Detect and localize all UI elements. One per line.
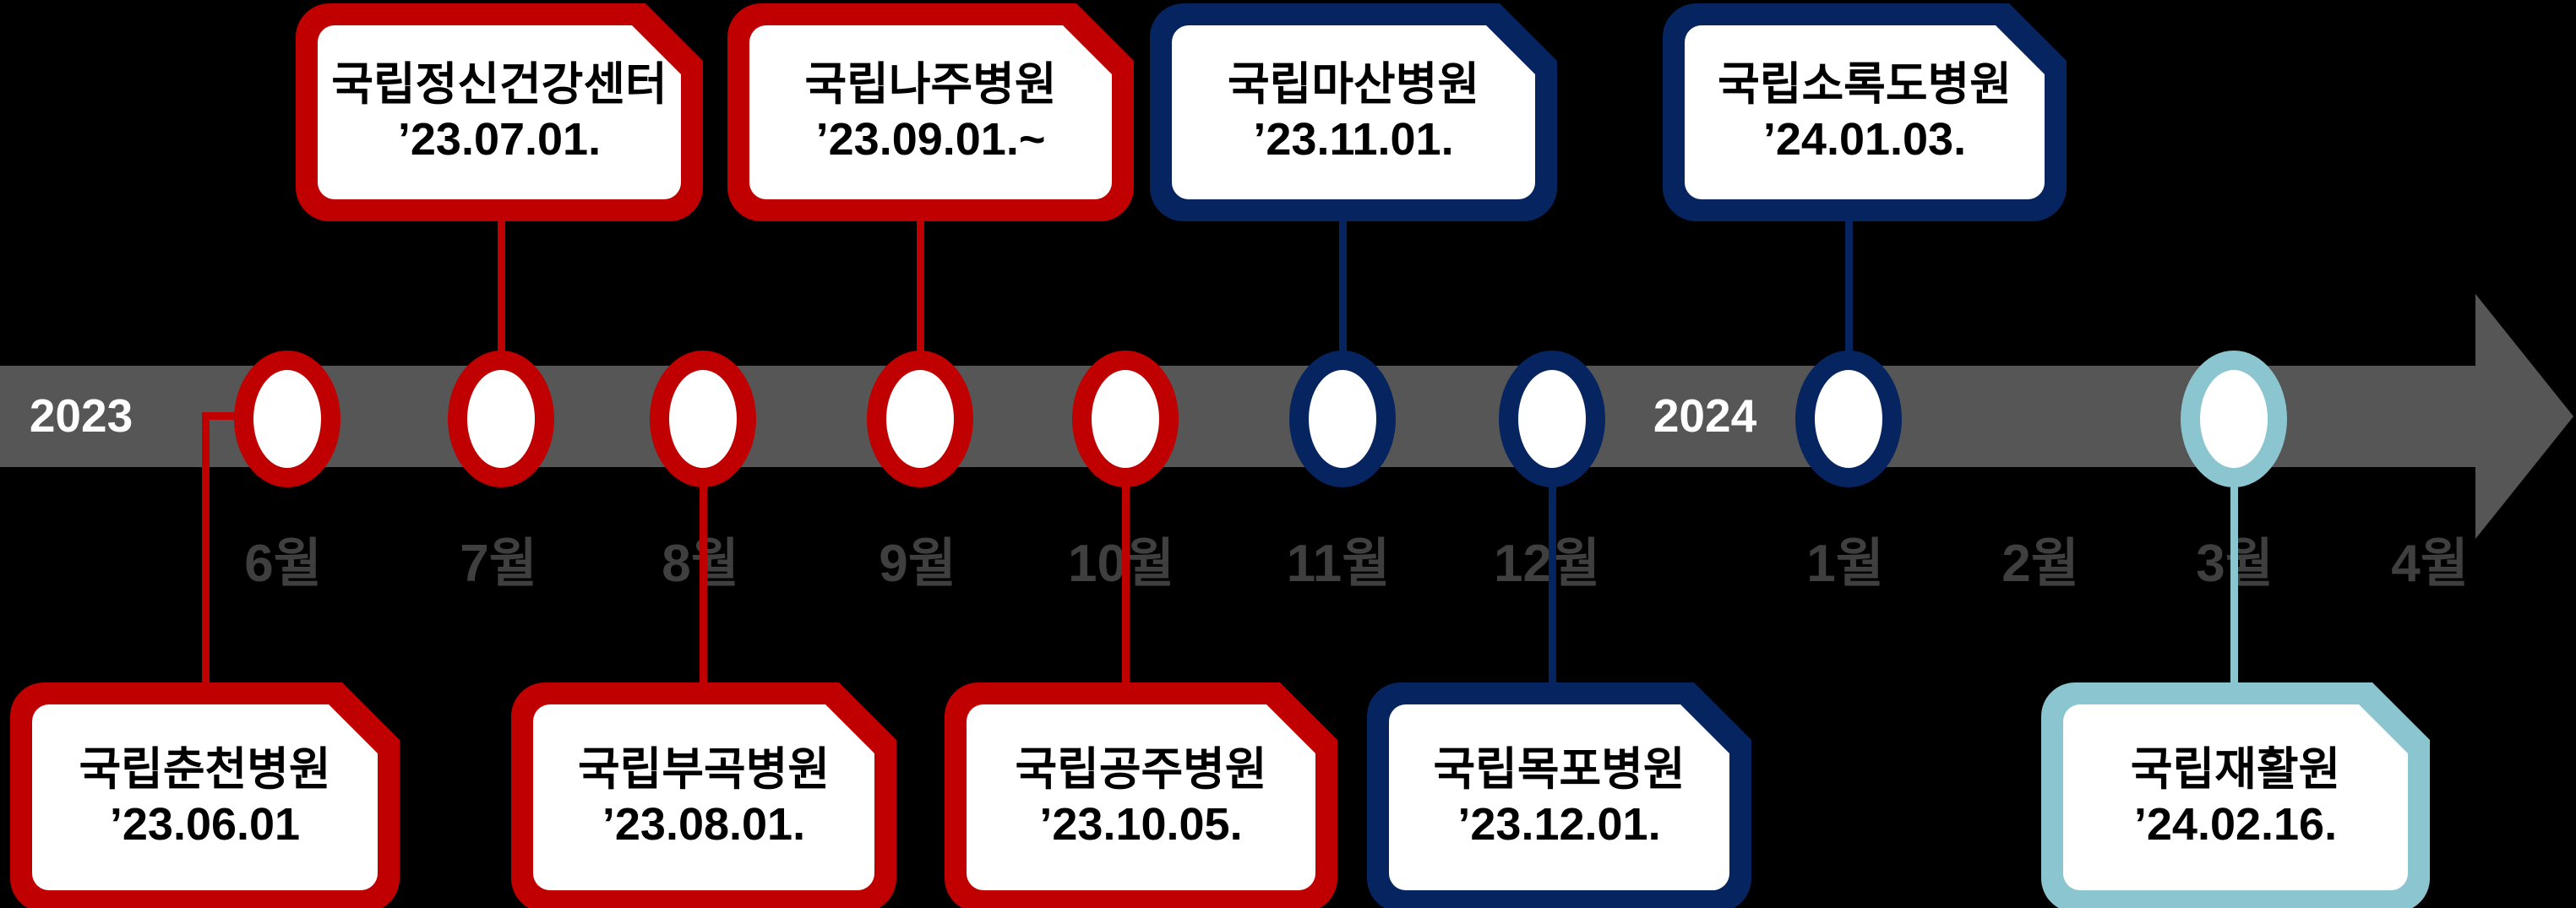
milestone-box-body: 국립목포병원’23.12.01.	[1389, 704, 1729, 890]
milestone-date: ’23.12.01.	[1457, 799, 1661, 850]
timeline-node	[2181, 351, 2287, 487]
month-label: 9월	[879, 535, 956, 593]
connector-line	[1845, 209, 1853, 365]
hospital-name: 국립소록도병원	[1718, 59, 2012, 111]
milestone-box-body: 국립소록도병원’24.01.03.	[1685, 25, 2045, 199]
connector-line	[202, 412, 210, 686]
connector-line	[2230, 471, 2238, 686]
month-label: 1월	[1806, 535, 1884, 593]
milestone-box: 국립목포병원’23.12.01.	[1367, 682, 1751, 908]
milestone-box: 국립마산병원’23.11.01.	[1150, 3, 1557, 221]
hospital-name: 국립공주병원	[1015, 744, 1267, 796]
milestone-box-body: 국립공주병원’23.10.05.	[967, 704, 1315, 890]
connector-line	[700, 471, 707, 686]
timeline-arrowhead-icon	[2475, 294, 2573, 539]
milestone-box-body: 국립정신건강센터’23.07.01.	[318, 25, 681, 199]
connector-line	[1549, 471, 1556, 686]
milestone-box-body: 국립나주병원’23.09.01.~	[749, 25, 1112, 199]
month-label: 11월	[1286, 535, 1391, 593]
hospital-name: 국립목포병원	[1433, 744, 1686, 796]
year-label-2024: 2024	[1653, 389, 1757, 442]
milestone-date: ’23.07.01.	[397, 114, 602, 165]
milestone-date: ’24.01.03.	[1762, 114, 1967, 165]
milestone-box: 국립소록도병원’24.01.03.	[1663, 3, 2067, 221]
month-label: 10월	[1067, 535, 1175, 593]
hospital-name: 국립춘천병원	[79, 744, 331, 796]
milestone-date: ’23.11.01.	[1253, 114, 1454, 165]
milestone-box-body: 국립춘천병원’23.06.01	[32, 704, 378, 890]
connector-line	[1122, 471, 1130, 686]
month-label: 6월	[244, 535, 322, 593]
hospital-name: 국립정신건강센터	[331, 59, 667, 111]
milestone-box: 국립공주병원’23.10.05.	[945, 682, 1337, 908]
year-label-2023: 2023	[29, 389, 133, 442]
timeline-node	[867, 351, 973, 487]
hospital-name: 국립부곡병원	[577, 744, 831, 796]
timeline-node	[1289, 351, 1396, 487]
milestone-date: ’23.10.05.	[1039, 799, 1243, 850]
month-label: 2월	[2001, 535, 2079, 593]
hospital-name: 국립재활원	[2130, 744, 2341, 796]
milestone-date: ’24.02.16.	[2133, 799, 2338, 850]
month-label: 4월	[2391, 535, 2469, 593]
month-label: 12월	[1493, 535, 1601, 593]
milestone-date: ’23.06.01	[109, 799, 301, 850]
timeline-band	[0, 366, 2477, 467]
timeline-node	[1795, 351, 1902, 487]
milestone-box: 국립정신건강센터’23.07.01.	[296, 3, 703, 221]
timeline-node	[1499, 351, 1605, 487]
milestone-box: 국립부곡병원’23.08.01.	[511, 682, 896, 908]
milestone-box: 국립나주병원’23.09.01.~	[727, 3, 1134, 221]
connector-line	[1339, 209, 1347, 365]
hospital-name: 국립나주병원	[804, 59, 1057, 111]
connector-line	[917, 209, 924, 365]
timeline-node	[1072, 351, 1179, 487]
connector-line	[498, 209, 505, 365]
milestone-box: 국립춘천병원’23.06.01	[10, 682, 400, 908]
milestone-box-body: 국립마산병원’23.11.01.	[1172, 25, 1535, 199]
milestone-date: ’23.09.01.~	[815, 114, 1046, 165]
milestone-box: 국립재활원’24.02.16.	[2041, 682, 2430, 908]
timeline-node	[650, 351, 756, 487]
milestone-date: ’23.08.01.	[602, 799, 806, 850]
hospital-name: 국립마산병원	[1227, 59, 1480, 111]
month-label: 7월	[460, 535, 537, 593]
timeline-node	[234, 351, 340, 487]
milestone-box-body: 국립부곡병원’23.08.01.	[533, 704, 874, 890]
timeline-node	[448, 351, 554, 487]
milestone-box-body: 국립재활원’24.02.16.	[2063, 704, 2408, 890]
